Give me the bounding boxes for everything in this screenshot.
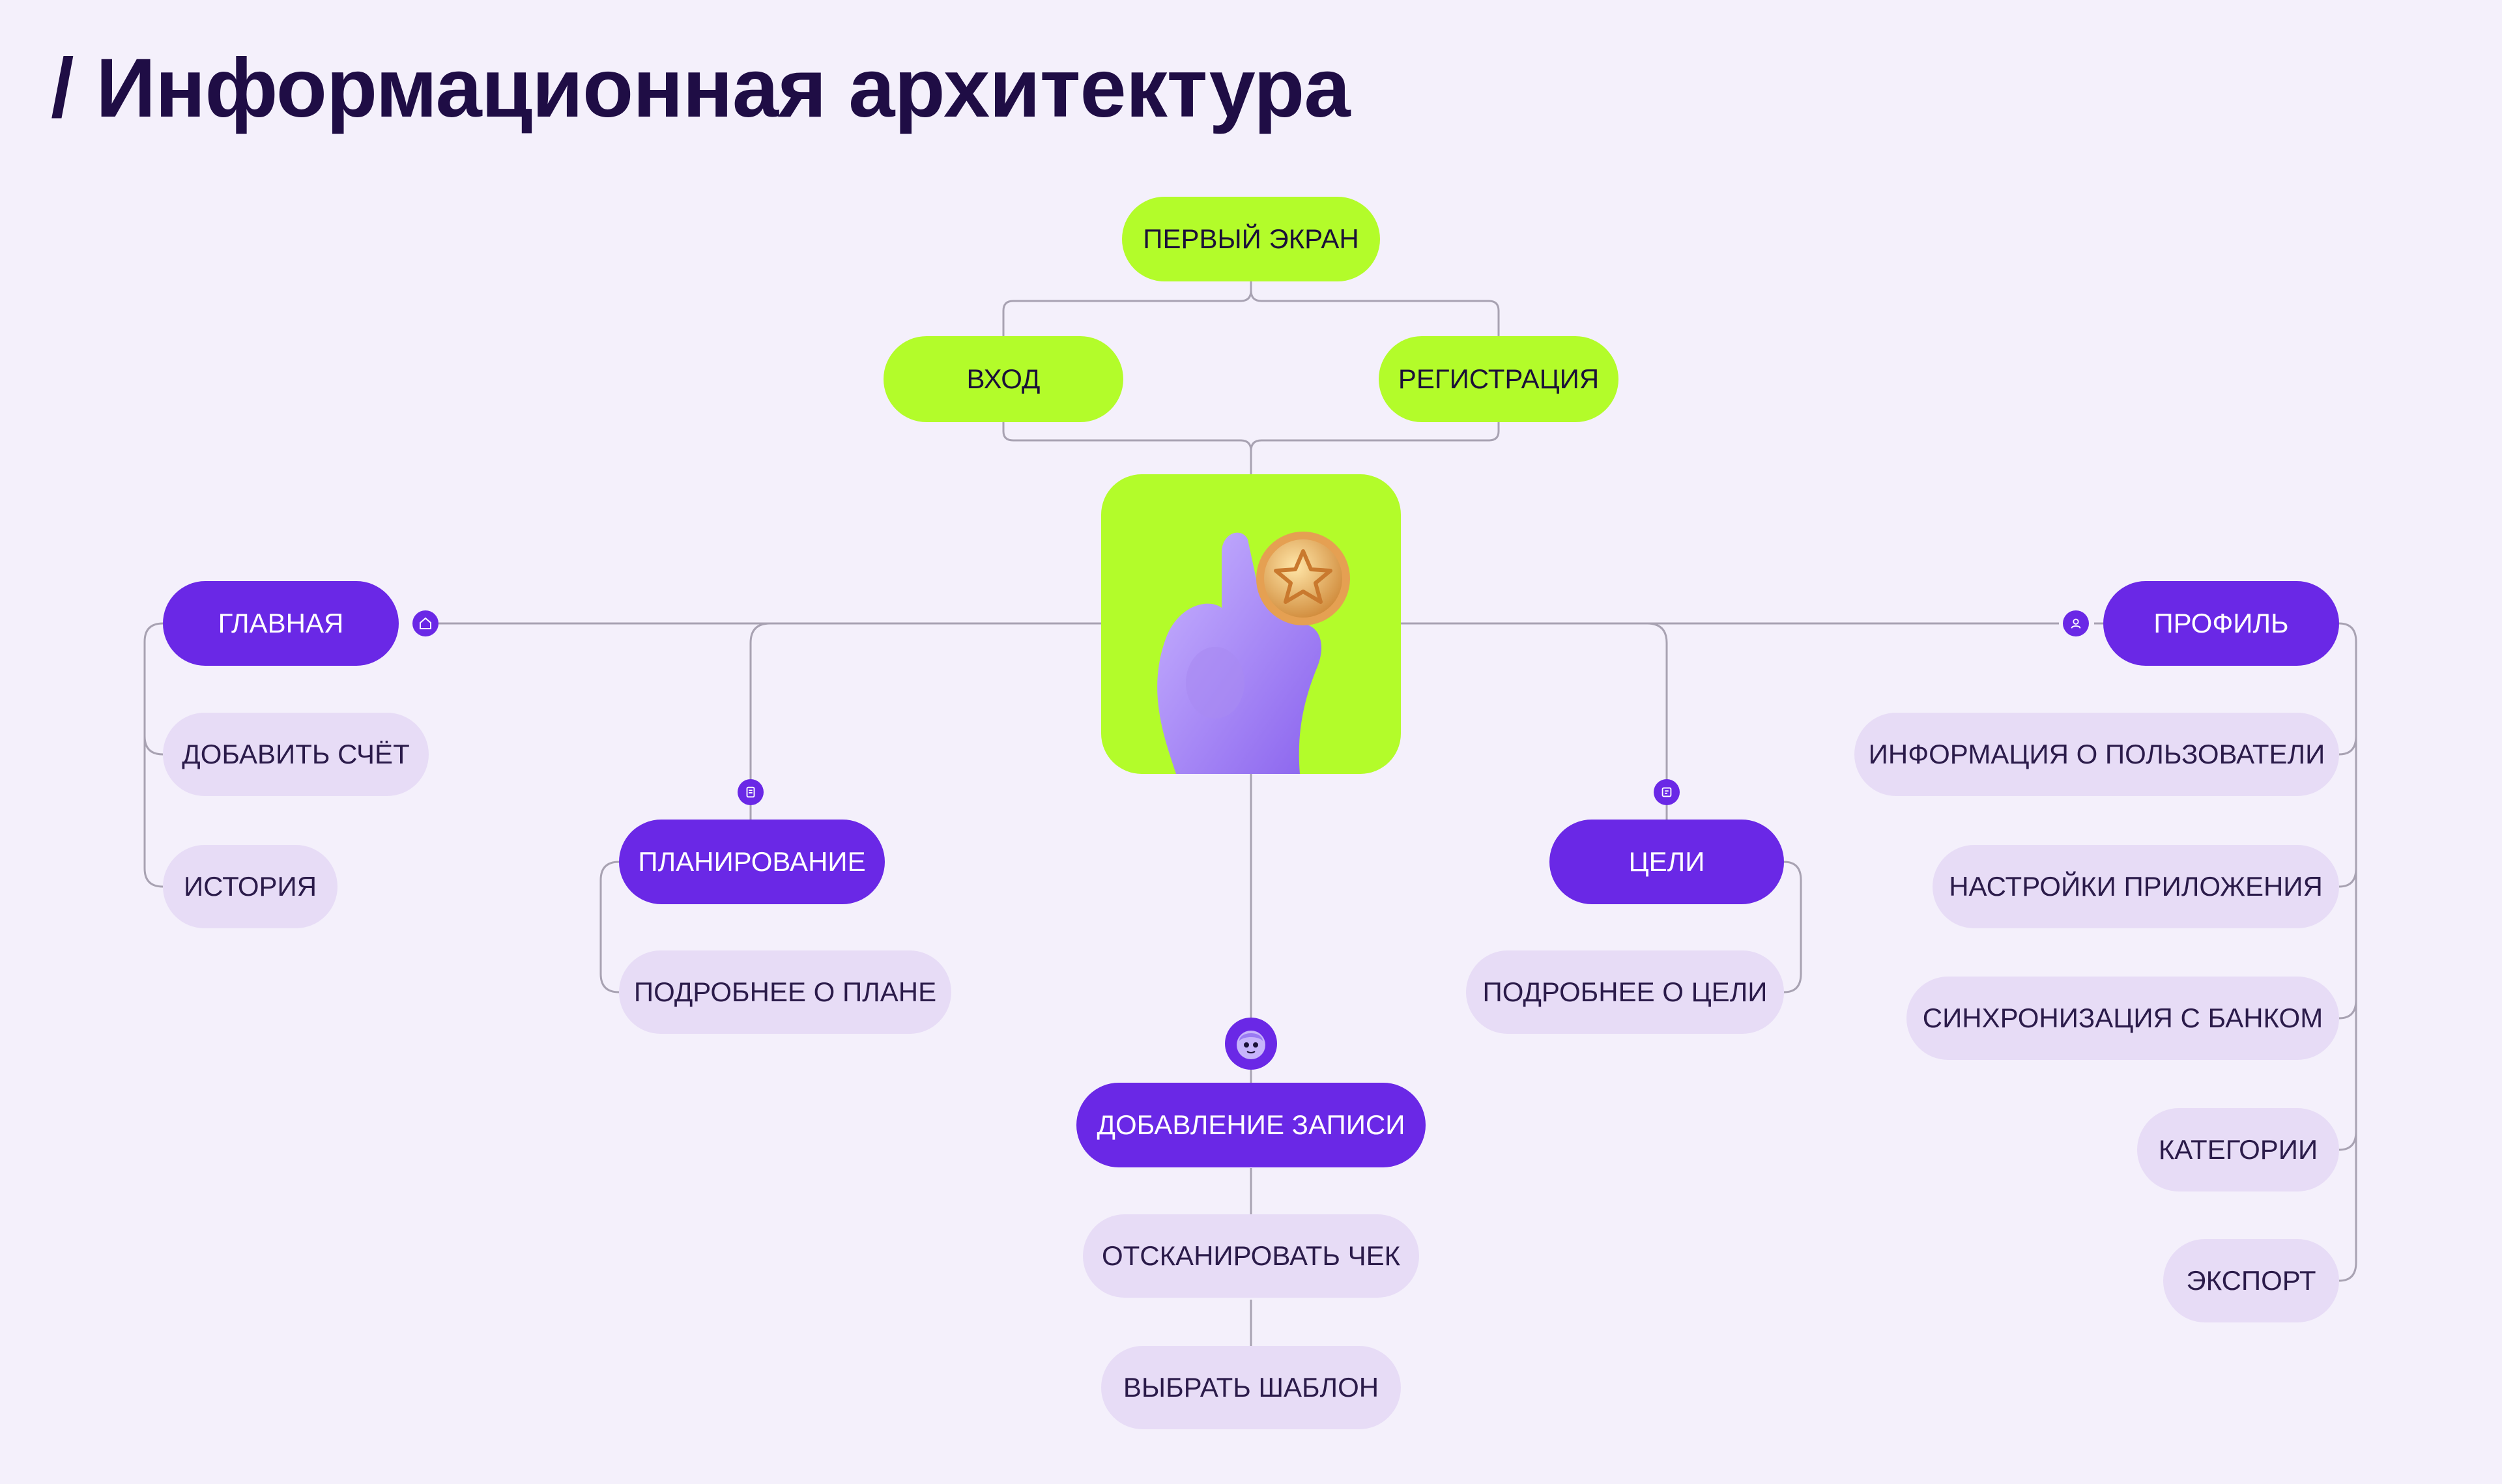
page-title: / Информационная архитектура: [51, 42, 1350, 135]
home-icon: [412, 610, 439, 636]
add-record-child-scan-receipt: ОТСКАНИРОВАТЬ ЧЕК: [1083, 1214, 1419, 1298]
document-icon: [1654, 779, 1680, 805]
profile-child-categories: КАТЕГОРИИ: [2137, 1108, 2339, 1191]
profile-child-app-settings: НАСТРОЙКИ ПРИЛОЖЕНИЯ: [1933, 845, 2339, 928]
home-child-history: ИСТОРИЯ: [163, 845, 338, 928]
profile-node: ПРОФИЛЬ: [2103, 581, 2339, 666]
profile-child-bank-sync: СИНХРОНИЗАЦИЯ С БАНКОМ: [1906, 977, 2339, 1060]
first-screen-node: ПЕРВЫЙ ЭКРАН: [1122, 197, 1380, 281]
user-icon: [2063, 610, 2089, 636]
hub-illustration: [1101, 474, 1401, 774]
clipboard-icon: [738, 779, 764, 805]
goals-node: ЦЕЛИ: [1549, 820, 1784, 904]
profile-child-export: ЭКСПОРТ: [2163, 1239, 2339, 1322]
home-child-add-account: ДОБАВИТЬ СЧЁТ: [163, 713, 429, 796]
planning-node: ПЛАНИРОВАНИЕ: [619, 820, 885, 904]
add-record-node: ДОБАВЛЕНИЕ ЗАПИСИ: [1076, 1083, 1426, 1167]
goals-child-goal-details: ПОДРОБНЕЕ О ЦЕЛИ: [1466, 950, 1784, 1034]
mascot-face-icon: [1225, 1018, 1277, 1070]
profile-child-user-info: ИНФОРМАЦИЯ О ПОЛЬЗОВАТЕЛИ: [1854, 713, 2339, 796]
login-node: ВХОД: [884, 336, 1123, 422]
planning-child-plan-details: ПОДРОБНЕЕ О ПЛАНЕ: [619, 950, 951, 1034]
add-record-child-choose-template: ВЫБРАТЬ ШАБЛОН: [1101, 1346, 1401, 1429]
hand-coin-icon: [1157, 532, 1350, 774]
home-node: ГЛАВНАЯ: [163, 581, 399, 666]
registration-node: РЕГИСТРАЦИЯ: [1379, 336, 1618, 422]
